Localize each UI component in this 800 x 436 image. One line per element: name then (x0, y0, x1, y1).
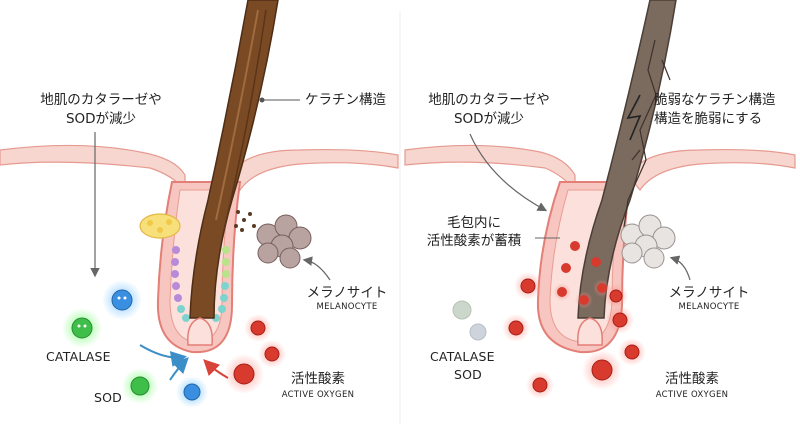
left-catalase-enzyme (62, 308, 102, 348)
right-follicle-label-line1: 毛包内に (447, 215, 501, 231)
right-skin-layer (404, 144, 576, 192)
left-sod-enzyme-1 (102, 280, 142, 320)
left-active-oxygen-en: ACTIVE OXYGEN (281, 390, 355, 400)
left-hair-shaft (189, 0, 279, 319)
right-faded-enzymes (452, 300, 487, 341)
left-dermal-papilla (187, 317, 213, 346)
right-panel (404, 0, 796, 399)
right-melanocyte-en: MELANOCYTE (678, 302, 740, 312)
left-sod-label: SOD (94, 390, 122, 405)
right-callout-arrow (469, 133, 548, 212)
left-callout-top-line1: 地肌のカタラーゼや (40, 92, 162, 108)
right-follicle-label-line2: 活性酸素が蓄積 (426, 233, 522, 249)
right-dermal-papilla (577, 317, 603, 346)
right-callout-top-line1: 地肌のカタラーゼや (428, 92, 550, 108)
left-sebaceous-gland (139, 213, 181, 239)
left-skin-layer-right (229, 148, 399, 192)
left-melanocyte-label: メラノサイト (306, 285, 388, 301)
left-keratin-label: ケラチン構造 (305, 92, 386, 108)
right-melanocyte-pointer (669, 255, 691, 281)
left-sod-enzyme-2 (176, 376, 208, 408)
right-active-oxygen-accumulated (502, 241, 646, 399)
left-melanin-granules (234, 210, 256, 232)
right-melanocyte-cluster (620, 214, 676, 269)
left-catalase-enzyme-2 (122, 368, 158, 404)
left-melanocyte-cluster (256, 214, 312, 269)
left-enzyme-arrow-2 (169, 357, 189, 381)
right-callout-top-line2: SODが減少 (453, 111, 525, 127)
right-melanocyte-label: メラノサイト (668, 285, 750, 301)
left-callout-top-line2: SODが減少 (65, 111, 137, 127)
right-catalase-label: CATALASE (430, 349, 495, 364)
left-skin-layer (0, 144, 186, 192)
right-lightning-icon (626, 94, 642, 141)
right-fragile-label-line1: 脆弱なケラチン構造 (654, 92, 776, 108)
left-panel (0, 0, 399, 408)
left-melanocyte-en: MELANOCYTE (316, 302, 378, 312)
right-active-oxygen-en: ACTIVE OXYGEN (655, 390, 729, 400)
left-oxygen-arrow (203, 359, 229, 379)
left-active-oxygen (224, 314, 286, 394)
right-active-oxygen-label: 活性酸素 (665, 371, 719, 387)
left-catalase-label: CATALASE (46, 349, 111, 364)
left-active-oxygen-label: 活性酸素 (291, 371, 345, 387)
right-sod-label: SOD (454, 367, 482, 382)
right-hair-cracks (621, 39, 671, 241)
left-melanocyte-pointer (302, 256, 331, 281)
right-fragile-label-line2: 構造を脆弱にする (654, 111, 763, 127)
right-skin-layer-right (627, 148, 796, 192)
